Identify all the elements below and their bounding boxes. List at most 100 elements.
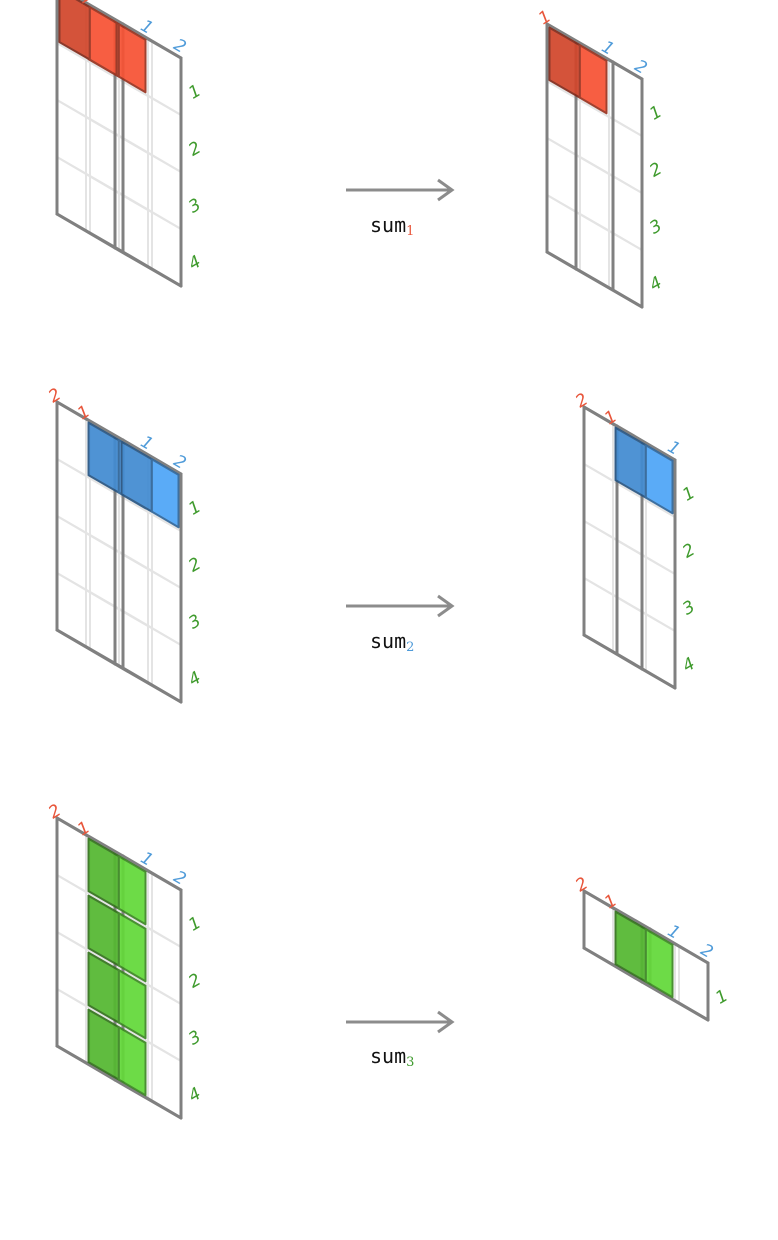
frame-edge [121, 666, 183, 704]
axis3-label: 2 [646, 159, 665, 182]
arrow-head [437, 594, 455, 618]
frame-edge [582, 889, 652, 931]
frame-edge [121, 250, 183, 288]
frame-edge [582, 633, 619, 656]
cube-left [58, 0, 91, 61]
grid-line [122, 969, 182, 1005]
cube-right [644, 928, 674, 999]
cube-right [578, 44, 608, 115]
axis3-label: 3 [646, 216, 665, 239]
axis3-label: 2 [185, 138, 204, 161]
cube-right [117, 855, 147, 926]
cube [87, 951, 147, 1040]
axis3-label: 2 [185, 554, 204, 577]
operation-subscript: 3 [406, 1055, 414, 1070]
operation-subscript: 1 [406, 224, 414, 239]
cube [87, 837, 147, 926]
frame-edge [545, 250, 615, 292]
axis3-label: 3 [185, 611, 204, 634]
axis3-label: 4 [185, 252, 204, 275]
axis3-label: 2 [185, 970, 204, 993]
grid-line [616, 539, 676, 575]
cube [87, 1008, 147, 1097]
frame-edge [611, 288, 644, 309]
grid-line [546, 80, 577, 99]
cube-left [614, 910, 647, 983]
grid-line [122, 610, 182, 646]
filled-cells [548, 26, 608, 115]
arrow-head [437, 178, 455, 202]
grid-line [616, 596, 676, 632]
box-frame [545, 22, 644, 309]
cube-right [88, 6, 118, 77]
cube [58, 0, 118, 77]
frame-edge [121, 22, 183, 60]
grid-line [546, 194, 577, 213]
cube-left [548, 26, 581, 99]
grid-line [122, 194, 182, 230]
frame-edge [545, 22, 615, 64]
box-frame [55, 0, 183, 288]
grid-line [612, 118, 643, 137]
axis3-label: 1 [679, 483, 698, 506]
filled-cells [87, 837, 147, 1097]
grid-line [122, 80, 182, 116]
axis3-label: 3 [679, 597, 698, 620]
frame-edge [55, 1044, 125, 1086]
cube-right [644, 444, 674, 515]
grid-line [122, 553, 182, 589]
cube-left [87, 421, 120, 494]
grid-line [579, 156, 610, 175]
axis3-label: 4 [185, 668, 204, 691]
grid-line [612, 175, 643, 194]
operation-label: sum3 [370, 1044, 414, 1070]
axis3-label: 4 [646, 273, 665, 296]
cube-right [117, 969, 147, 1040]
filled-cells [614, 426, 674, 515]
sum-operation: sum2 [346, 594, 455, 655]
cube-right [117, 912, 147, 983]
frame-edge [55, 816, 125, 858]
axis3-label: 4 [185, 1084, 204, 1107]
cube-right [117, 1026, 147, 1097]
grid-line [122, 137, 182, 173]
frame-edge [121, 1082, 183, 1120]
axis3-label: 1 [646, 102, 665, 125]
axis3-label: 3 [185, 195, 204, 218]
frame-edge [582, 946, 652, 988]
axis3-label: 1 [712, 986, 731, 1009]
frame-edge [615, 424, 677, 462]
frame-edge [55, 212, 125, 254]
cube-right [150, 458, 180, 529]
frame-edge [121, 854, 183, 892]
operation-label: sum2 [370, 629, 414, 655]
sum-operation: sum3 [346, 1010, 455, 1070]
grid-line [612, 232, 643, 251]
grid-line [122, 496, 182, 532]
cube [120, 440, 180, 529]
frame-edge [55, 400, 125, 442]
frame-edge [648, 984, 710, 1022]
frame-edge [648, 927, 710, 965]
frame-edge [615, 652, 677, 690]
frame-edge [78, 0, 125, 26]
cube [87, 894, 147, 983]
frame-edge [582, 405, 619, 428]
axis3-label: 1 [185, 913, 204, 936]
frame-edge [121, 438, 183, 476]
grid-line [122, 1026, 182, 1062]
axis3-label: 4 [679, 654, 698, 677]
cube [614, 426, 674, 515]
cube [614, 910, 674, 999]
filled-cells [87, 421, 180, 529]
frame-edge [611, 60, 644, 81]
